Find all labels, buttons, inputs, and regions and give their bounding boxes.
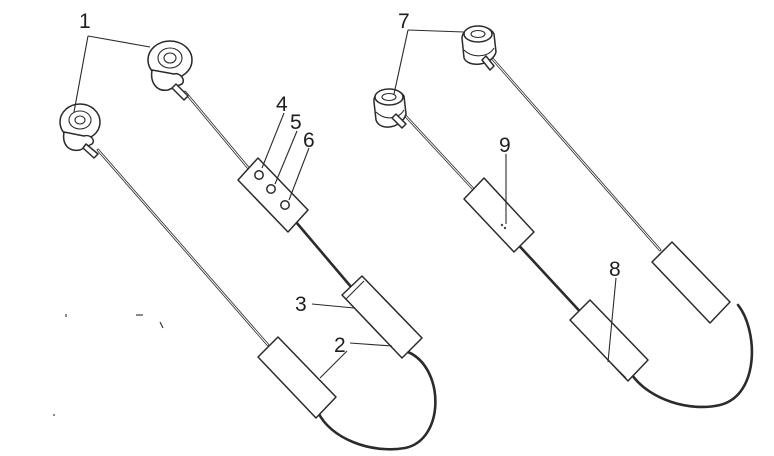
remote-button-upper	[254, 170, 264, 180]
stray-marks	[53, 314, 164, 416]
right-cables	[398, 54, 754, 409]
label-5: 5	[290, 111, 302, 134]
label-8: 8	[609, 258, 621, 281]
label-1: 1	[79, 10, 91, 33]
label-4: 4	[276, 93, 288, 116]
left-cables	[96, 90, 437, 451]
label-7: 7	[398, 10, 410, 33]
remote-button-lower	[280, 200, 290, 210]
remote-button-middle	[266, 184, 276, 194]
label-9: 9	[499, 134, 511, 157]
right-set-lower-earbud	[373, 88, 407, 129]
leader-lines	[73, 29, 617, 379]
left-set-lower-module	[257, 336, 337, 419]
remote-control	[237, 157, 309, 233]
left-earphone-assembly	[59, 40, 437, 451]
right-set-upper-earbud	[461, 25, 497, 71]
label-3: 3	[295, 293, 307, 316]
left-set-upper-earbud	[147, 40, 193, 101]
left-set-lower-earbud	[59, 103, 101, 159]
label-2: 2	[334, 334, 346, 357]
charging-port	[607, 359, 627, 379]
left-set-upper-module	[341, 275, 423, 359]
right-set-lower-module	[569, 299, 649, 382]
right-set-upper-module	[651, 241, 731, 324]
right-set-mic-module	[463, 177, 535, 253]
label-6: 6	[303, 129, 315, 152]
microphone-hole	[500, 223, 504, 227]
reference-numerals: 1 2 3 4 5 6 7 8 9	[79, 10, 621, 357]
right-earphone-assembly	[373, 25, 754, 409]
